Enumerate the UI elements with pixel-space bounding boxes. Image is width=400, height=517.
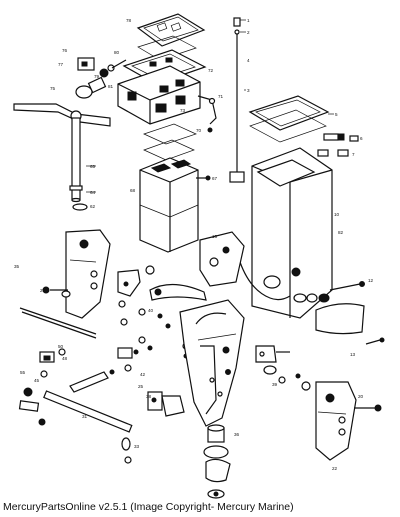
callout: 62 [90,204,96,209]
callout: 70 [196,128,202,133]
callout: 35 [14,264,20,269]
tilt-stop-bolt[interactable] [42,286,71,298]
callout: 40 [148,308,154,313]
callout: 68 [130,188,136,193]
callout: 4 [247,58,250,63]
clamp-screw-right[interactable] [354,404,382,412]
upper-mount-bracket[interactable] [199,231,245,287]
steering-arm[interactable] [13,103,111,127]
callout: 76 [62,48,68,53]
cover-bolts[interactable] [317,133,359,157]
callout: 72 [208,68,214,73]
callout: 78 [126,18,132,23]
leader-lines [86,19,334,193]
housing-stud[interactable] [329,281,365,291]
callout: 25 [138,384,144,389]
callout: 31 [82,414,88,419]
callout: 77 [58,62,64,67]
callout: 6 [360,136,363,141]
steering-tube[interactable] [69,117,88,211]
callout: 5 [335,112,338,117]
callout: 33 [134,444,140,449]
swivel-mount[interactable] [147,391,185,417]
callout: 1 [247,18,250,23]
swivel-pin[interactable] [18,387,133,464]
trim-pin-parts[interactable] [255,345,311,391]
callout: 39 [272,382,278,387]
callout: 45 [34,378,40,383]
callout: 81 [108,84,114,89]
callout: 10 [334,212,340,217]
clamp-bracket-left[interactable] [65,229,111,319]
shift-rod[interactable] [229,17,245,183]
callout: 42 [140,372,146,377]
callout: 80 [114,50,120,55]
callout: 65 [90,164,96,169]
callout: 79 [94,74,100,79]
swivel-knob-assembly[interactable] [75,59,127,99]
callout: 3 [247,88,250,93]
mount-screw-13[interactable] [365,337,385,345]
clamp-bracket-right[interactable] [315,381,357,461]
tilt-lock-lever[interactable] [117,265,155,297]
exhaust-cover-gasket[interactable] [137,35,197,61]
tilt-lock-knob[interactable] [39,348,66,378]
callout: 55 [20,370,26,375]
callout: 75 [50,86,56,91]
callout: 12 [368,278,374,283]
exhaust-tube-screw[interactable] [196,175,211,181]
callout: 2 [247,30,250,35]
callout: 38 [146,394,152,399]
callout: 20 [358,394,364,399]
driveshaft-housing[interactable] [239,147,333,319]
trim-block[interactable] [117,347,139,372]
tilt-tube[interactable] [19,307,97,339]
callout: 64 [90,190,96,195]
callout: 50 [58,344,64,349]
cover-gasket[interactable] [249,109,327,143]
callout: 36 [234,432,240,437]
exhaust-tube-gasket[interactable] [143,123,197,161]
lower-housing-plate[interactable] [315,303,365,335]
callout: 22 [332,466,338,471]
tilt-lock-handle[interactable] [69,369,115,393]
callout: 15 [212,234,218,239]
exhaust-cover-plate[interactable] [136,13,206,47]
swivel-bracket[interactable] [179,299,245,427]
callout: 73 [180,108,186,113]
callout: 67 [212,176,218,181]
swivel-bracket-cap[interactable] [149,283,207,301]
callout: 82 [338,230,344,235]
callout-labels: 1 2 3 4 5 6 7 10 12 13 15 20 22 25 27 31… [14,18,374,471]
callout: 27 [40,288,46,293]
image-caption: MercuryPartsOnline v2.5.1 (Image Copyrig… [3,501,294,513]
lower-mount-stack[interactable] [203,424,231,499]
callout: 7 [352,152,355,157]
throttle-bracket[interactable] [197,95,217,133]
exhaust-housing-block[interactable] [117,65,201,125]
exhaust-tube[interactable] [139,157,199,253]
callout: 71 [218,94,224,99]
callout: 13 [350,352,356,357]
driveshaft-housing-cover[interactable] [248,95,330,131]
clamp-bracket-upper[interactable] [77,57,95,71]
callout: 48 [62,356,68,361]
